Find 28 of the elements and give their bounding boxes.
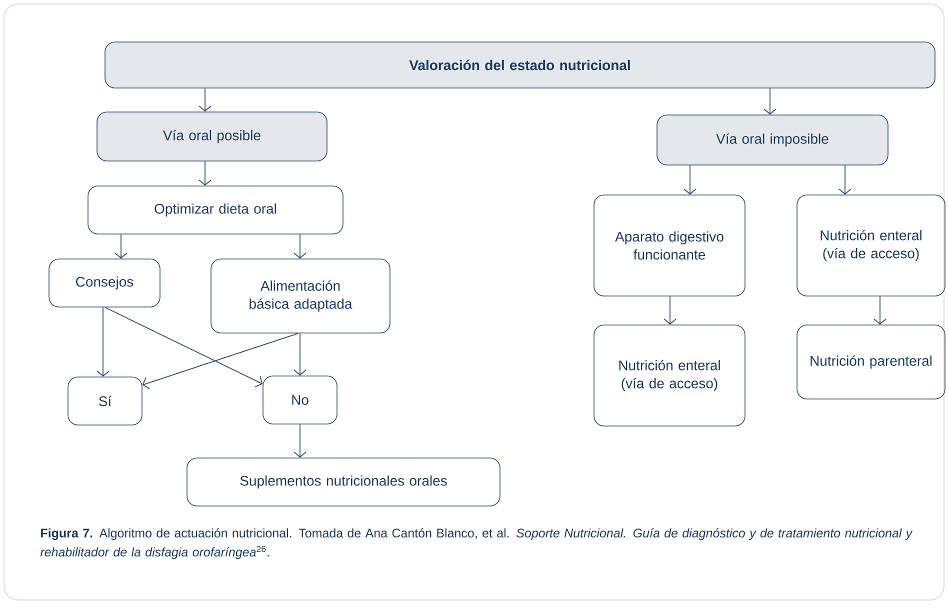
heading-box: Valoración del estado nutricional (104, 42, 936, 88)
process-box: Nutrición enteral (vía de acceso) (796, 194, 946, 296)
process-box: Vía oral imposible (656, 114, 888, 166)
arrow (142, 332, 298, 390)
arrow (294, 424, 306, 458)
arrow (838, 164, 852, 195)
arrow (684, 164, 696, 195)
process-box: Nutrición parenteral (796, 324, 946, 400)
arrow (96, 306, 110, 377)
arrow (114, 234, 128, 259)
arrow (874, 296, 886, 325)
arrow (294, 234, 306, 259)
arrow (664, 296, 676, 325)
process-box: No (262, 376, 338, 424)
process-box: Suplementos nutricionales orales (186, 458, 500, 506)
process-box: Alimentación básica adaptada (210, 258, 390, 334)
caption: Figura 7. Algoritmo de actuación nutricional. Tomada de Ana Cantón Blanco, et al. Soporte Nutricional. Guía de diagnóstico y de tratamiento nutricional y rehabilitador de la disfagia orofaríngea$^{26}$. (40, 528, 913, 559)
process-box: Aparato digestivo funcionante (594, 194, 746, 296)
process-box: Nutrición enteral (vía de acceso) (594, 324, 746, 426)
arrow (764, 88, 776, 115)
process-box: Vía oral posible (96, 112, 328, 162)
arrow (104, 306, 263, 388)
process-box: Sí (68, 376, 142, 426)
arrow (198, 88, 212, 112)
arrow (294, 332, 306, 376)
process-box: Consejos (48, 258, 160, 308)
arrow (198, 160, 212, 186)
process-box: Optimizar dieta oral (88, 186, 344, 234)
